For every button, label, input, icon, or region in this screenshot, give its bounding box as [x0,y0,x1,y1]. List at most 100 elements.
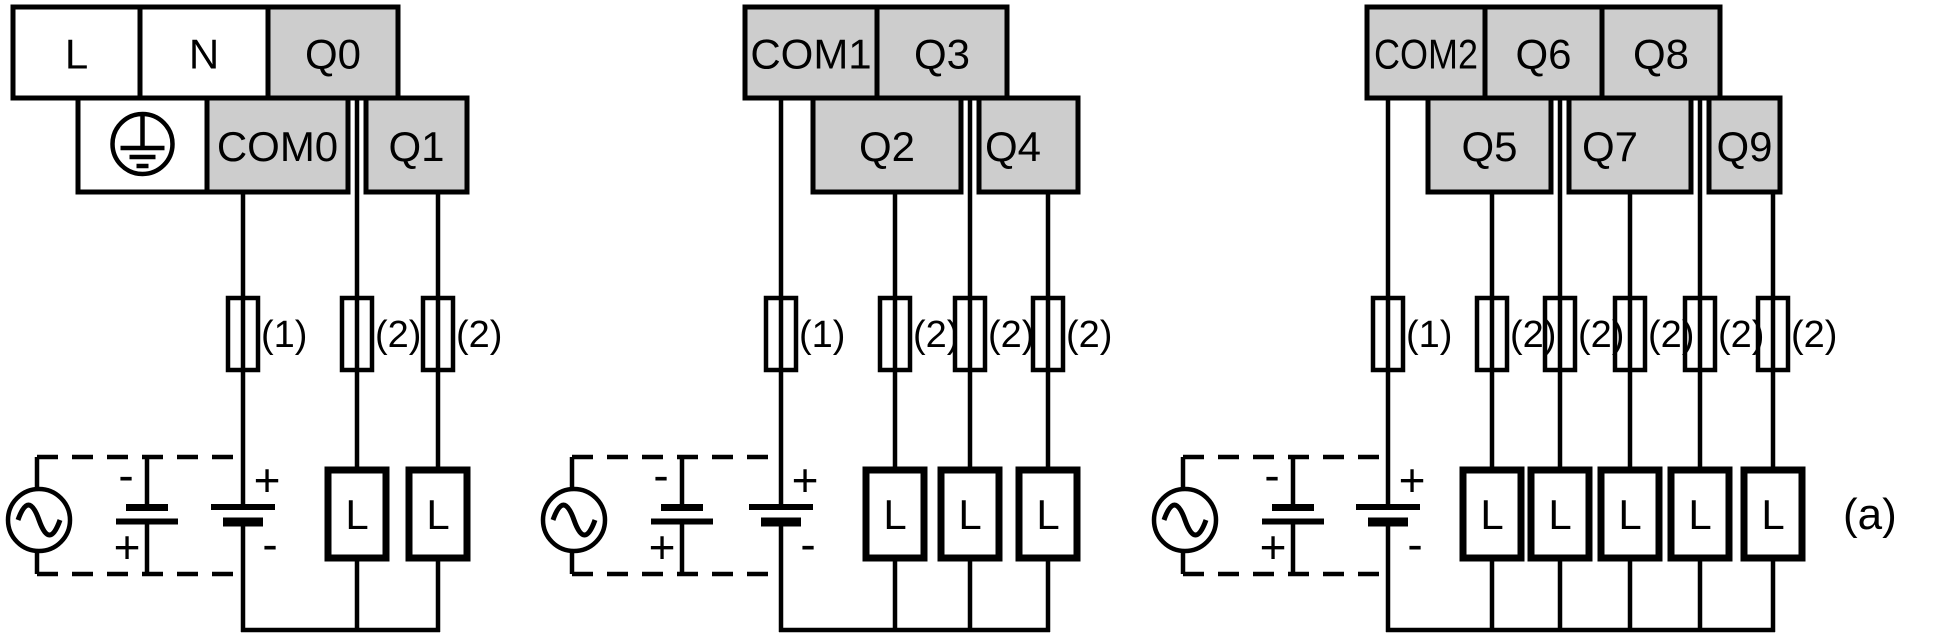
terminal-cell-q5 [1425,95,1554,195]
fuse-label: (2) [913,314,959,356]
fuse: (2) [1755,295,1837,373]
fuse: (1) [763,295,845,373]
fuse-label: (2) [1578,314,1624,356]
terminal-label-q5: Q5 [1461,123,1517,170]
load-label: L [1688,491,1711,538]
terminal-cell-q1 [363,95,470,195]
fuse: (2) [1474,295,1556,373]
terminal-cell-q4 [976,95,1081,195]
sine-wave-icon [550,502,598,538]
ac-supply-battery-icon: -+ [114,449,178,574]
load: L [1740,466,1806,562]
load: L [1527,466,1593,562]
fuse-label: (1) [1406,314,1452,356]
fuse: (2) [1030,295,1112,373]
load-box [1015,466,1081,562]
ac-source-icon [1151,486,1219,554]
fuse-icon [339,295,375,373]
ac-source-icon [5,486,73,554]
fuse: (2) [952,295,1034,373]
load-label: L [883,491,906,538]
terminal-label-l: L [65,31,88,78]
terminal-label-com0: COM0 [217,123,338,170]
fuse-label: (1) [799,314,845,356]
terminal-cell-com1 [742,4,880,101]
fuse-icon [763,295,799,373]
load-label: L [345,491,368,538]
fuse-icon [1474,295,1510,373]
polarity-label: + [1260,521,1287,573]
load: L [1015,466,1081,562]
dc-supply-battery-icon: +- [211,454,280,570]
load-label: L [958,491,981,538]
fuse-icon [877,295,913,373]
terminal-label-q2: Q2 [859,123,915,170]
load: L [1667,466,1733,562]
load-label: L [1036,491,1059,538]
fuse: (2) [420,295,502,373]
polarity-label: + [792,454,819,506]
load-box [324,466,390,562]
polarity-label: - [800,518,815,570]
terminal-label-q3: Q3 [914,31,970,78]
polarity-label: + [1399,454,1426,506]
protective-earth-circle [110,111,175,177]
sine-wave-icon [15,502,63,538]
fuse-label: (1) [261,314,307,356]
terminal-label-q6: Q6 [1515,31,1571,78]
terminal-cell-q3 [874,4,1010,101]
terminal-cell-q2 [810,95,964,195]
load-box [405,466,471,562]
load-box [1527,466,1593,562]
optional-ac-supply: -+ [1151,449,1388,577]
load-box [1667,466,1733,562]
ac-supply-battery-icon: -+ [649,449,713,574]
terminal-label-q1: Q1 [388,123,444,170]
fuse-label: (2) [375,314,421,356]
load-label: L [1761,491,1784,538]
load: L [937,466,1003,562]
fuse-icon [952,295,988,373]
polarity-label: + [254,454,281,506]
load-box [862,466,928,562]
fuse: (2) [877,295,959,373]
sine-wave-icon [1161,502,1209,538]
polarity-label: - [1264,449,1279,501]
terminal-label-q0: Q0 [305,31,361,78]
load-box [1740,466,1806,562]
fuse-label: (2) [1791,314,1837,356]
load: L [1459,466,1525,562]
annotation-label: (a) [1843,490,1897,539]
fuse: (2) [1682,295,1764,373]
polarity-label: + [649,521,676,573]
polarity-label: - [262,518,277,570]
fuse-label: (2) [1066,314,1112,356]
polarity-label: - [653,449,668,501]
fuse-icon [420,295,456,373]
polarity-label: - [118,449,133,501]
polarity-label: + [114,521,141,573]
fuse-icon [1612,295,1648,373]
fuse: (2) [1542,295,1624,373]
terminal-cell-q8 [1599,4,1723,101]
fuse: (2) [339,295,421,373]
terminal-label-com1: COM1 [750,31,871,78]
fuse-label: (2) [456,314,502,356]
load: L [324,466,390,562]
dc-supply-battery-icon: +- [1356,454,1425,570]
fuse-icon [1682,295,1718,373]
load: L [405,466,471,562]
load-label: L [1480,491,1503,538]
load-box [937,466,1003,562]
ac-supply-battery-icon: -+ [1260,449,1324,574]
load-box [1459,466,1525,562]
polarity-label: - [1407,518,1422,570]
protective-earth-icon [110,111,175,177]
load: L [1597,466,1663,562]
terminal-label-q9: Q9 [1716,123,1772,170]
fuse-icon [225,295,261,373]
